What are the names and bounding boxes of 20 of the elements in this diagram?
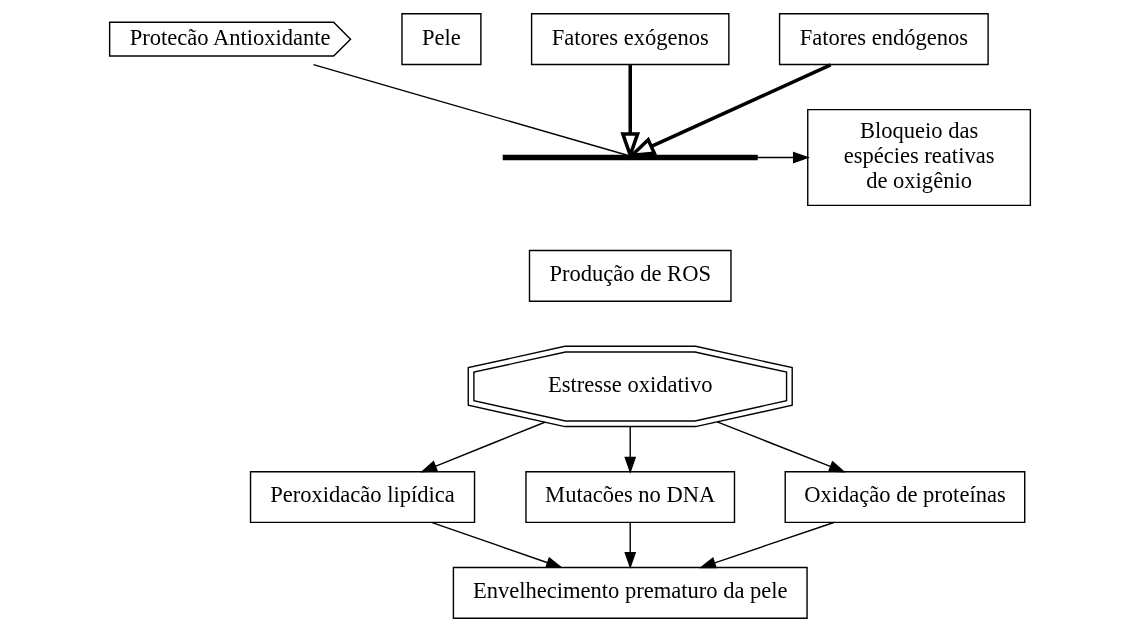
node-box: Oxidação de proteínas [784, 470, 1026, 524]
node-bar [502, 154, 758, 161]
node-box: Fatores endógenos [778, 13, 989, 66]
node-box: Bloqueio das espécies reativas de oxigênio [807, 108, 1032, 207]
node-box: Mutacões no DNA [525, 470, 736, 524]
arrow [699, 521, 835, 569]
node-box: Fatores exógenos [530, 13, 730, 66]
arrow [624, 426, 637, 474]
arrow [627, 63, 832, 158]
arrow [756, 151, 810, 164]
arrow [431, 521, 563, 569]
node-box: Produção de ROS [528, 249, 732, 302]
node-box: Peroxidacão lipídica [249, 470, 476, 524]
arrow [716, 421, 846, 473]
arrow [620, 65, 641, 161]
arrow [420, 421, 546, 473]
node-box: Envelhecimento prematuro da pele [452, 566, 808, 619]
node-box: Pele [401, 13, 482, 66]
connector [312, 63, 629, 156]
arrow [624, 522, 637, 569]
